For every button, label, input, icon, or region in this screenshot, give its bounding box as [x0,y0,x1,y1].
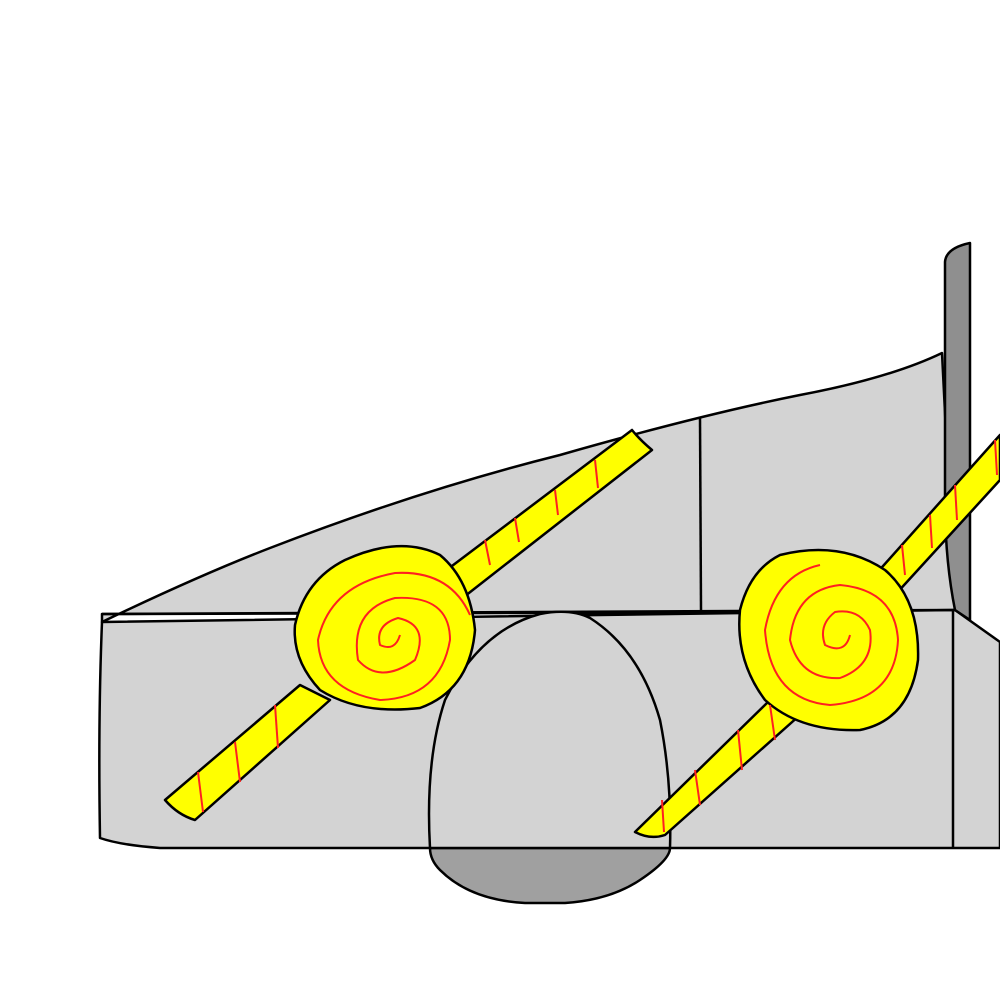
propeller-blade [633,698,802,839]
propeller-stripe [929,514,933,549]
propeller-left [163,428,654,822]
propeller-stripe [661,799,665,833]
engine-nacelle [427,610,672,850]
propeller-stripe [994,439,998,476]
propeller-stripe [484,539,491,566]
propeller-stripe [197,771,204,813]
propeller-stripe [694,769,701,806]
propeller-stripe [737,729,743,771]
wing-upper-surface [100,351,957,624]
propeller-hub [293,544,477,711]
propeller-spiral [764,564,899,706]
propeller-right [633,433,1000,839]
propeller-blade [163,683,332,822]
propeller-stripe [769,704,776,741]
wing-fin [943,241,972,622]
propeller-blade [438,428,654,602]
propeller-stripe [274,704,279,749]
panel-line-vertical [698,417,703,611]
propeller-stripe [954,484,958,521]
propeller-stripe [234,741,241,783]
propeller-stripe [514,517,520,543]
engine-nacelle-bottom [428,846,672,905]
propeller-spiral [317,571,471,701]
propeller-stripe [554,489,559,516]
propeller-stripe [901,544,906,576]
propeller-stripe [594,459,599,489]
